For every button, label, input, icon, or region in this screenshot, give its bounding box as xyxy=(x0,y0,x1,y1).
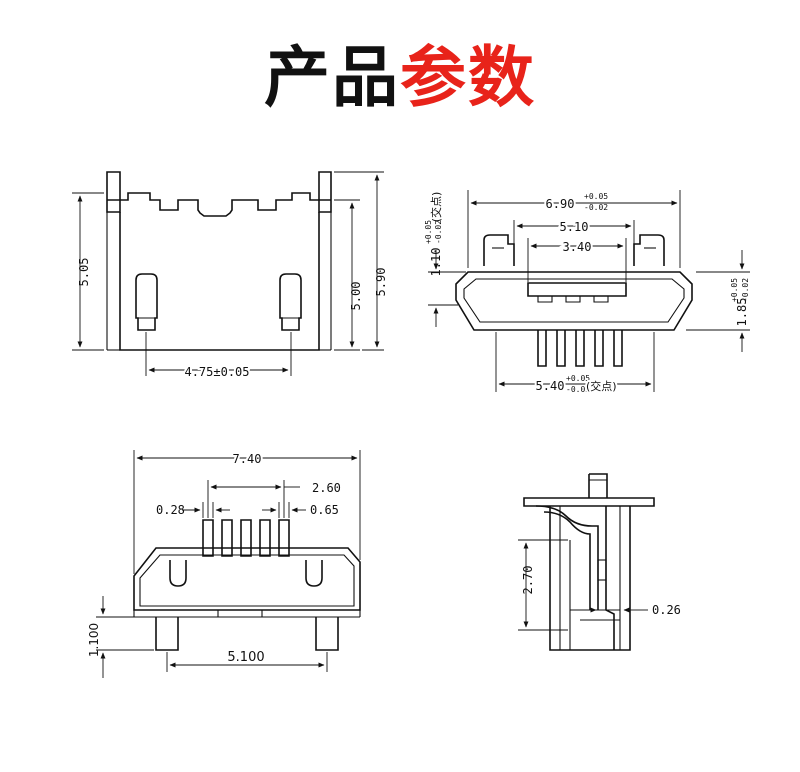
dim-2-60: 2.60 xyxy=(312,481,341,495)
dim-7-40: 7.40 xyxy=(233,452,262,466)
dim-6-90: 6.90 xyxy=(546,197,575,211)
dim-1-85-tol-minus: -0.02 xyxy=(741,278,750,302)
dim-4-75: 4.75±0.05 xyxy=(184,365,249,379)
dim-1-10-tol-minus: -0.02 xyxy=(434,220,443,244)
front-view-outline xyxy=(455,234,693,367)
dim-0-26: 0.26 xyxy=(652,603,681,617)
section-view-dimensions: 2.70 0.26 xyxy=(518,539,681,631)
dim-1-85: 1.85 xyxy=(735,298,749,327)
dim-5-05: 5.05 xyxy=(77,258,91,287)
dim-1-100: 1.100 xyxy=(87,623,101,657)
dim-6-90-tol-minus: -0.02 xyxy=(584,203,608,212)
dim-5-40-tol-plus: +0.05 xyxy=(566,374,590,383)
top-view-outline xyxy=(133,519,361,651)
dim-5-90: 5.90 xyxy=(374,268,388,297)
title-part-red: 参数 xyxy=(400,39,536,116)
title-part-black: 产品 xyxy=(264,39,400,116)
dim-3-40: 3.40 xyxy=(563,240,592,254)
dim-5-10: 5.10 xyxy=(560,220,589,234)
dim-6-90-tol-plus: +0.05 xyxy=(584,192,608,201)
section-view: 2.70 0.26 xyxy=(518,473,681,651)
top-view-dimensions: 7.40 2.60 0.28 0.65 1.100 xyxy=(87,450,361,678)
dim-1-85-tol-plus: +0.05 xyxy=(730,278,739,302)
side-view-outline xyxy=(106,171,332,351)
top-view: 7.40 2.60 0.28 0.65 1.100 xyxy=(87,450,361,678)
dim-1-10-tol-plus: +0.05 xyxy=(424,220,433,244)
dim-1-10-note: (交点) xyxy=(429,192,443,223)
dim-2-70: 2.70 xyxy=(521,566,535,595)
front-view: 6.90 +0.05 -0.02 5.10 3.40 1.10 +0.05 -0… xyxy=(424,190,750,395)
dim-0-28: 0.28 xyxy=(156,503,185,517)
dim-5-100: 5.100 xyxy=(227,650,264,665)
front-view-dimensions: 6.90 +0.05 -0.02 5.10 3.40 1.10 +0.05 -0… xyxy=(424,190,750,395)
dim-5-40-tol-minus: -0.02 xyxy=(566,385,590,394)
page-title: 产品参数 xyxy=(0,38,800,118)
dim-5-40-note: (交点) xyxy=(586,379,617,393)
dim-5-00: 5.00 xyxy=(349,282,363,311)
side-view-dimensions: 5.05 5.00 5.90 4.75±0.05 xyxy=(72,171,388,381)
dim-0-65: 0.65 xyxy=(310,503,339,517)
section-view-outline xyxy=(523,473,655,651)
dim-1-10: 1.10 xyxy=(429,248,443,277)
side-view: 5.05 5.00 5.90 4.75±0.05 xyxy=(72,171,388,381)
dim-5-40: 5.40 xyxy=(536,379,565,393)
